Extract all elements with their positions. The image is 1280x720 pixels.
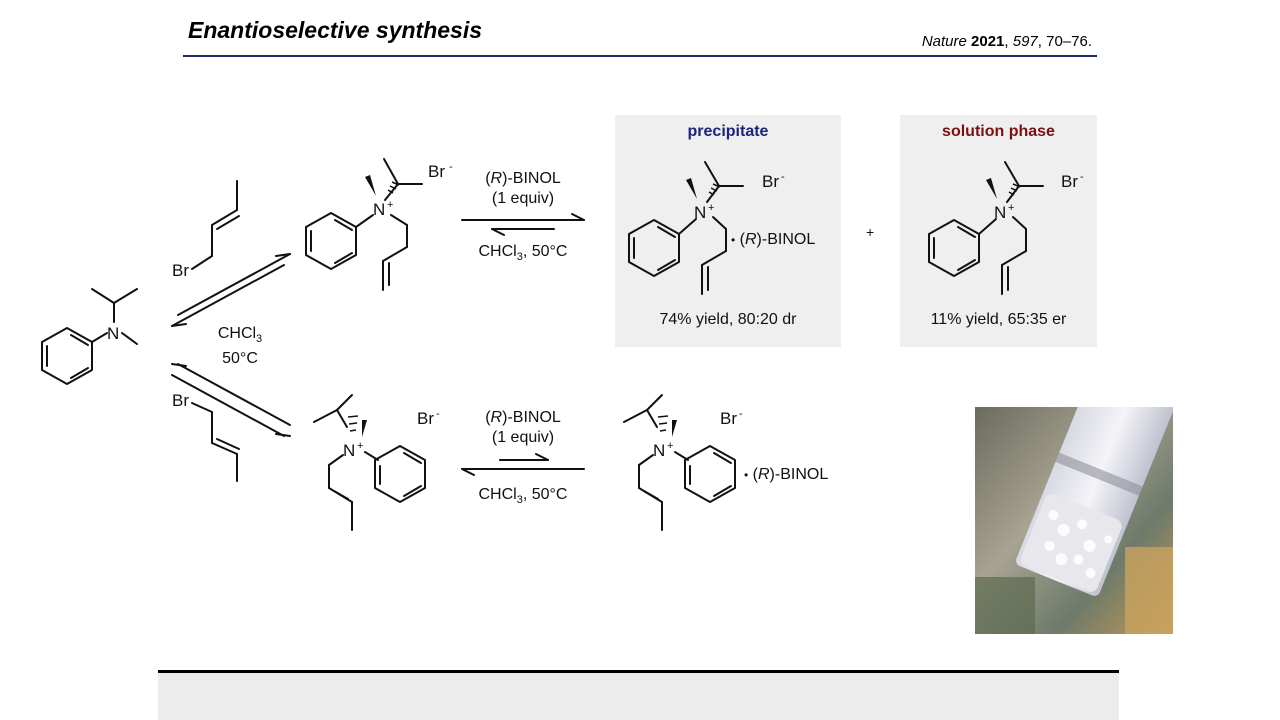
solution-plus: + (1008, 202, 1014, 214)
starting-amine (41, 288, 138, 385)
binol-arrow-bottom (461, 453, 585, 476)
wedge-precip-methyl (686, 178, 697, 199)
wedge-solution-methyl (986, 178, 997, 199)
precip-plus: + (708, 202, 714, 214)
bottom-reagent-r: R (490, 409, 503, 426)
citation: Nature 2021, 597, 70–76. (921, 33, 1092, 50)
citation-year: 2021 (971, 33, 1005, 50)
top-solvent-sub: 3 (516, 251, 523, 264)
crotyl-bottom-br: Br (172, 391, 189, 410)
wedge-bottom2-methyl (672, 420, 677, 437)
bottom-solvent-sub: 3 (516, 494, 523, 507)
precip-minus: - (781, 171, 785, 183)
bottom2-minus: - (739, 408, 743, 420)
bottom-salt-plus: + (357, 440, 363, 452)
plus-sign: + (866, 224, 875, 240)
precipitate-result: 74% yield, 80:20 dr (659, 311, 797, 328)
top-salt-n: N (373, 200, 385, 219)
bottom-solvent-name: CHCl (478, 486, 517, 503)
citation-volume: 597 (1012, 33, 1038, 50)
top-reagent-r: R (490, 170, 503, 187)
bottom-binol-complex (623, 394, 736, 531)
bottom2-binol-r: R (757, 466, 770, 483)
footer-rule (158, 670, 1119, 673)
vial-photo (975, 407, 1173, 634)
left-conditions: CHCl3 50°C (206, 324, 274, 369)
solution-title: solution phase (942, 123, 1055, 140)
footer-panel (158, 673, 1119, 720)
bottom2-plus: + (667, 440, 673, 452)
title-rule (183, 55, 1097, 57)
top-solvent: CHCl3, 50°C (462, 242, 584, 267)
top-reagent: (R)-BINOL (1 equiv) (462, 169, 584, 209)
wedge-bottom-methyl (362, 420, 367, 437)
top-temp: , 50°C (522, 243, 568, 260)
bottom-salt-minus: - (436, 408, 440, 420)
precipitate-panel: precipitate 74% yield, 80:20 dr (615, 115, 841, 347)
equilibrium-arrow-bottom (171, 363, 291, 437)
left-solvent: CHCl (217, 325, 257, 342)
citation-journal: Nature (921, 33, 967, 50)
top-solvent-name: CHCl (478, 243, 517, 260)
top-salt-br: Br (428, 162, 445, 181)
bottom2-binol-dot: • (744, 468, 749, 482)
precip-n: N (694, 203, 706, 222)
binol-arrow-top (461, 213, 585, 236)
solution-structure (928, 161, 1044, 295)
left-solvent-sub: 3 (256, 333, 263, 346)
bottom2-binol-rest: )-BINOL (769, 466, 829, 483)
precip-binol-r: R (744, 231, 757, 248)
precip-binol-dot: • (731, 233, 736, 247)
top-salt-plus: + (387, 199, 393, 211)
slide-title: Enantioselective synthesis (188, 17, 483, 43)
precipitate-structure (628, 161, 744, 295)
bottom-salt-br: Br (417, 409, 434, 428)
precip-binol-label: • (R)-BINOL (731, 231, 816, 248)
ammonium-salt-top (305, 158, 423, 291)
bottom-temp: , 50°C (522, 486, 568, 503)
top-salt-minus: - (449, 161, 453, 173)
citation-pages: , 70–76. (1037, 33, 1092, 50)
precip-binol-rest: )-BINOL (756, 231, 816, 248)
amine-n-label: N (107, 324, 119, 343)
crotyl-bromide-top (191, 180, 240, 270)
solution-br: Br (1061, 172, 1078, 191)
precipitate-title: precipitate (687, 123, 769, 140)
top-reagent-rest: )-BINOL (502, 170, 561, 187)
top-equiv: (1 equiv) (491, 190, 555, 207)
solution-n: N (994, 203, 1006, 222)
solution-result: 11% yield, 65:35 er (930, 311, 1067, 328)
bottom2-br: Br (720, 409, 737, 428)
ammonium-salt-bottom (313, 394, 426, 531)
bottom-reagent: (R)-BINOL (1 equiv) (462, 408, 584, 448)
wedge-top-methyl (365, 175, 376, 196)
solution-minus: - (1080, 171, 1084, 183)
solution-panel: solution phase 11% yield, 65:35 er (900, 115, 1097, 347)
precip-br: Br (762, 172, 779, 191)
crotyl-bromide-bottom (191, 402, 240, 482)
bottom-reagent-rest: )-BINOL (502, 409, 561, 426)
bottom2-binol-label: • (R)-BINOL (744, 466, 829, 483)
crotyl-top-br: Br (172, 261, 189, 280)
equilibrium-arrow-top (171, 253, 291, 327)
bottom-salt-n: N (343, 441, 355, 460)
bottom-solvent: CHCl3, 50°C (462, 485, 584, 510)
bottom2-n: N (653, 441, 665, 460)
left-temp: 50°C (222, 350, 258, 368)
bottom-equiv: (1 equiv) (491, 429, 555, 446)
